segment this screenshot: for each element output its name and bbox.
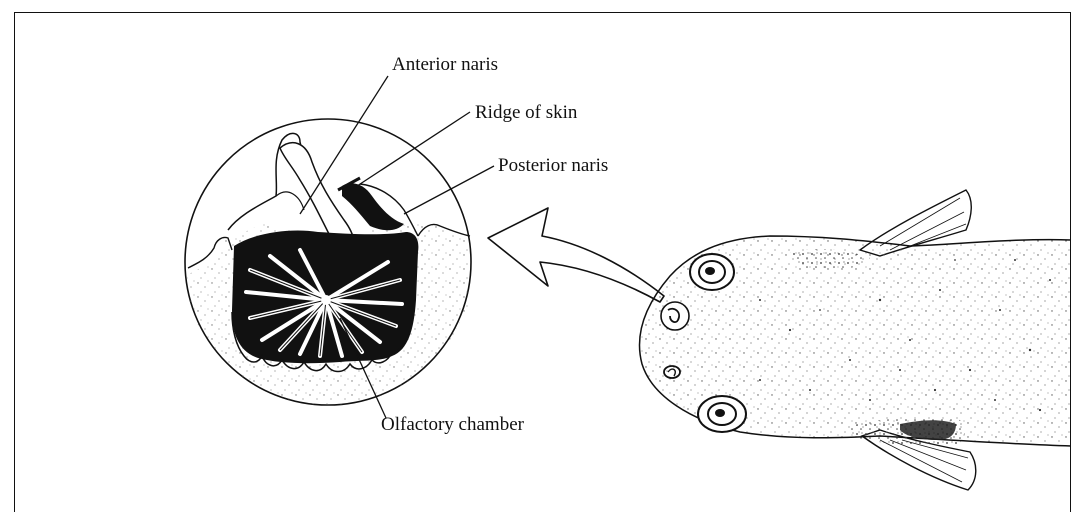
upper-eye — [690, 254, 734, 290]
pointer-arrow — [488, 208, 664, 302]
lower-eye — [698, 396, 746, 432]
fish-head — [640, 190, 1071, 490]
label-ridge-of-skin: Ridge of skin — [475, 102, 578, 123]
fish-naris-upper — [661, 302, 689, 330]
label-anterior-naris: Anterior naris — [392, 54, 498, 75]
magnified-view — [185, 119, 471, 405]
label-olfactory-chamber: Olfactory chamber — [381, 414, 525, 435]
label-posterior-naris: Posterior naris — [498, 155, 608, 176]
